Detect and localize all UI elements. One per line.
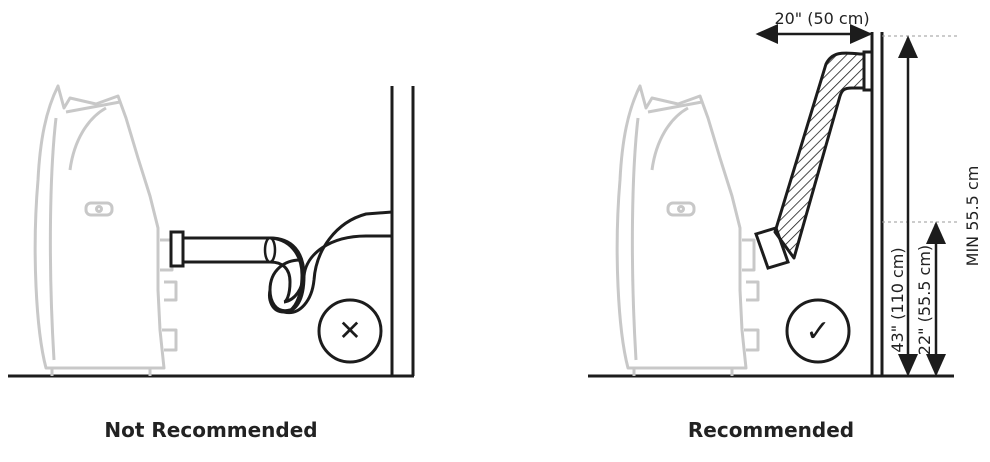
check-mark-icon: ✓ [785,298,851,364]
height-guides [882,35,958,223]
check-mark-symbol: ✓ [805,314,830,349]
x-mark-icon: ✕ [317,298,383,364]
wall [390,86,415,376]
horizontal-dimension: 20" (50 cm) [755,9,873,44]
portable-ac-unit [33,84,178,376]
horizontal-dimension-label: 20" (50 cm) [774,9,869,28]
portable-ac-unit-right [615,84,760,376]
vertical-dimension-43: 43" (110 cm) [888,35,918,377]
vertical-dimension-22: 22" (55.5 cm) [915,221,946,377]
height-22-label: 22" (55.5 cm) [915,245,934,355]
exhaust-hose-right [754,50,874,270]
right-panel: ✓ 20" (50 cm) 43" (110 cm) 22" (55.5 cm)… [588,9,982,378]
caption-not-recommended: Not Recommended [104,418,318,442]
min-height-label: MIN 55.5 cm [963,166,982,267]
left-panel: ✕ [8,84,415,378]
caption-recommended: Recommended [687,418,855,442]
exhaust-hose [169,210,393,315]
x-mark-symbol: ✕ [338,314,361,347]
height-43-label: 43" (110 cm) [888,247,907,352]
